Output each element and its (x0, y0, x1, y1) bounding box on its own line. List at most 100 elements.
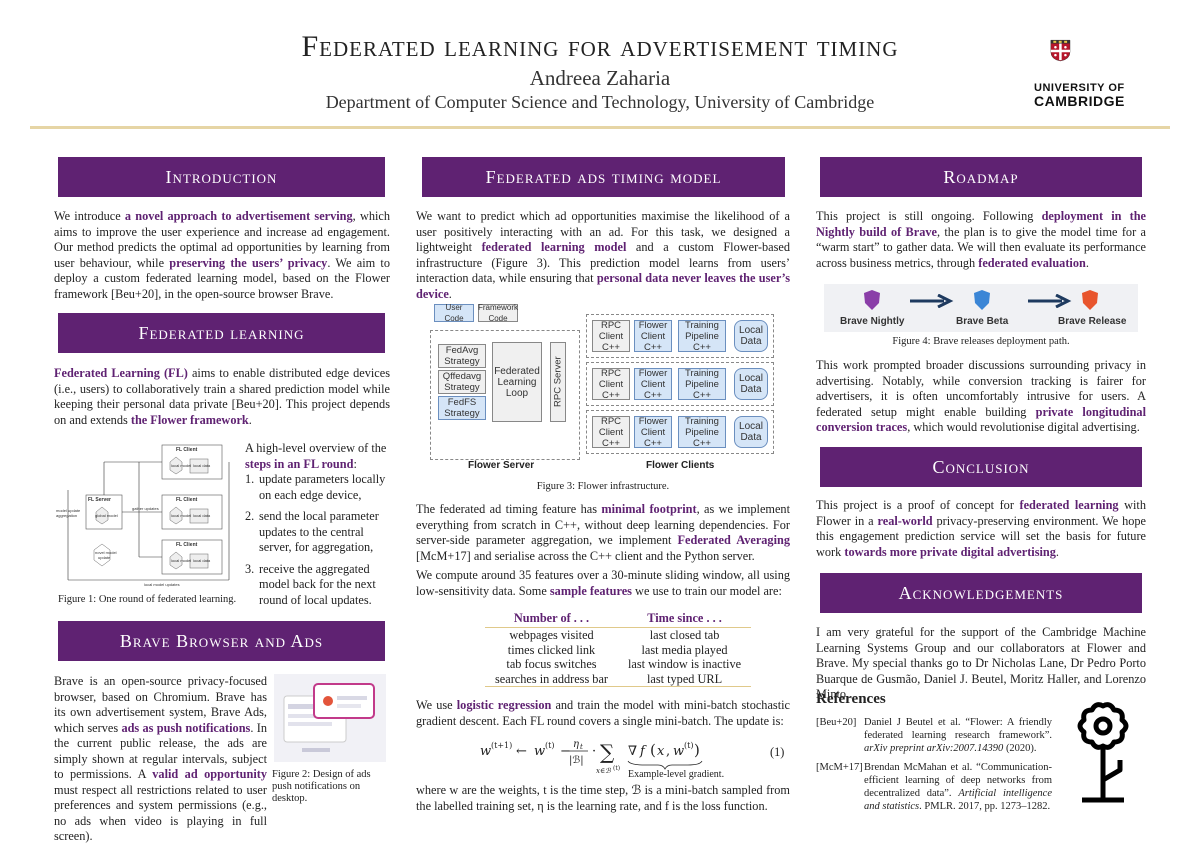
roadmap-text: This project is still ongoing. Following… (816, 209, 1147, 270)
brave-beta-icon (974, 290, 990, 310)
figure-1-caption: Figure 1: One round of federated learnin… (58, 594, 237, 605)
svg-text:(t): (t) (684, 741, 693, 750)
stage-brave-beta: Brave Beta (956, 316, 1009, 327)
brave-text: Brave is an open-source privacy-focused … (54, 674, 267, 843)
fl-local-model-updates: local model updates (144, 582, 180, 587)
conclusion-heading: Conclusion (820, 447, 1142, 487)
conclusion-text: This project is a proof of concept for f… (816, 498, 1146, 559)
arrow-right-icon (910, 294, 954, 308)
local-data-box: Local Data (734, 416, 768, 448)
flower-server-label: Flower Server (468, 460, 535, 471)
svg-text:∇: ∇ (628, 744, 637, 759)
fl-loop-box: Federated Learning Loop (492, 342, 542, 422)
ad-notification-illustration (274, 674, 386, 762)
introduction-heading: Introduction (58, 157, 385, 197)
rpc-server-box: RPC Server (550, 342, 566, 422)
flower-infrastructure-diagram: User Code Framework Code FedAvg Strategy… (428, 300, 778, 475)
roadmap-heading: Roadmap (820, 157, 1142, 197)
references-heading: References (816, 691, 886, 707)
svg-text:f: f (639, 744, 647, 759)
strategy-fedavg: FedAvg Strategy (438, 344, 486, 368)
fl-local-data-3: local data (193, 558, 211, 563)
training-pipeline-box: Training Pipeline C++ (678, 320, 726, 353)
svg-text:(t): (t) (545, 741, 554, 750)
references-list: [Beu+20] Daniel J Beutel et al. “Flower:… (816, 716, 1052, 819)
svg-text:|ℬ|: |ℬ| (569, 755, 584, 766)
strategy-fedfs: FedFS Strategy (438, 396, 486, 420)
svg-text:(t+1): (t+1) (491, 741, 512, 750)
fl-gather-updates: gather updates (132, 506, 159, 511)
fl-local-model-3: local model (171, 558, 191, 563)
svg-text:t: t (580, 743, 583, 751)
cambridge-crest-icon (1050, 39, 1071, 62)
svg-text:·: · (592, 744, 596, 759)
svg-text:x: x (657, 744, 665, 759)
svg-text:(: ( (650, 741, 656, 759)
svg-text:∑: ∑ (600, 740, 615, 764)
brave-nightly-icon (864, 290, 880, 310)
fl-local-data-1: local data (193, 463, 211, 468)
federated-learning-text: Federated Learning (FL) aims to enable d… (54, 366, 390, 427)
model-intro-text: We want to predict which ad opportunitie… (416, 209, 791, 301)
training-pipeline-box: Training Pipeline C++ (678, 368, 726, 401)
flower-client-box: Flower Client C++ (634, 320, 672, 353)
acknowledgements-heading: Acknowledgements (820, 573, 1142, 613)
svg-text:η: η (573, 739, 579, 750)
cambridge-wordmark: UNIVERSITY OF CAMBRIDGE (1034, 82, 1125, 109)
header-divider (30, 126, 1170, 129)
equation-number: (1) (770, 745, 785, 759)
fl-model-update-aggregation: model update (56, 508, 81, 513)
svg-text:←: ← (516, 744, 527, 759)
fl-global-model: global model (95, 513, 118, 518)
equation-explanation: where w are the weights, t is the time s… (416, 783, 790, 813)
flower-client-box: Flower Client C++ (634, 368, 672, 401)
legend-user-code: User Code (434, 303, 474, 323)
fl-novel-model-update: novel model (95, 550, 117, 555)
rpc-client-box: RPC Client C++ (592, 416, 630, 449)
fl-local-data-2: local data (193, 513, 211, 518)
svg-text:−: − (560, 744, 571, 759)
strategy-qffedavg: Qffedavg Strategy (438, 370, 486, 394)
fl-step-item: 3.receive the aggregated model back for … (245, 561, 376, 607)
fl-client-label-2: FL Client (176, 497, 198, 503)
sample-features-table: Number of . . .Time since . . . webpages… (485, 610, 752, 687)
fl-local-model-2: local model (171, 513, 191, 518)
rpc-client-box: RPC Client C++ (592, 320, 630, 353)
introduction-text: We introduce a novel approach to adverti… (54, 209, 390, 301)
svg-text:update: update (98, 555, 111, 560)
table-header: Number of . . . (485, 610, 619, 628)
acknowledgements-text: I am very grateful for the support of th… (816, 625, 1146, 701)
fl-client-label-1: FL Client (176, 447, 198, 453)
fl-round-overview: A high-level overview of the steps in an… (245, 441, 390, 614)
arrow-right-icon (1028, 294, 1072, 308)
figure-4-caption: Figure 4: Brave releases deployment path… (892, 336, 1070, 347)
reference-item: [Beu+20] Daniel J Beutel et al. “Flower:… (816, 717, 1052, 754)
model-heading: Federated ads timing model (422, 157, 785, 197)
deployment-path-figure: Brave Nightly Brave Beta Brave Release (824, 284, 1138, 332)
rpc-client-box: RPC Client C++ (592, 368, 630, 401)
local-data-box: Local Data (734, 368, 768, 400)
fl-client-label-3: FL Client (176, 542, 198, 548)
svg-text:x∈ℬ: x∈ℬ (596, 767, 611, 775)
svg-text:aggregation: aggregation (56, 513, 77, 518)
fl-server-label: FL Server (88, 497, 111, 503)
figure-2-caption: Figure 2: Design of ads push notificatio… (272, 769, 371, 804)
flower-logo-icon (1077, 702, 1129, 803)
equation-note: Example-level gradient. (628, 769, 725, 780)
poster-title: Federated learning for advertisement tim… (301, 30, 899, 63)
poster-department: Department of Computer Science and Techn… (325, 92, 875, 112)
svg-text:w: w (673, 744, 684, 759)
model-features-text: We compute around 35 features over a 30-… (416, 568, 790, 598)
stage-brave-nightly: Brave Nightly (840, 316, 905, 327)
reference-item: [McM+17] Brendan McMahan et al. “Communi… (816, 762, 1052, 812)
training-pipeline-box: Training Pipeline C++ (678, 416, 726, 449)
local-data-box: Local Data (734, 320, 768, 352)
fl-steps-list: 1.update parameters locally on each edge… (245, 472, 390, 608)
svg-text:): ) (694, 741, 700, 759)
svg-text:(t): (t) (613, 765, 620, 772)
